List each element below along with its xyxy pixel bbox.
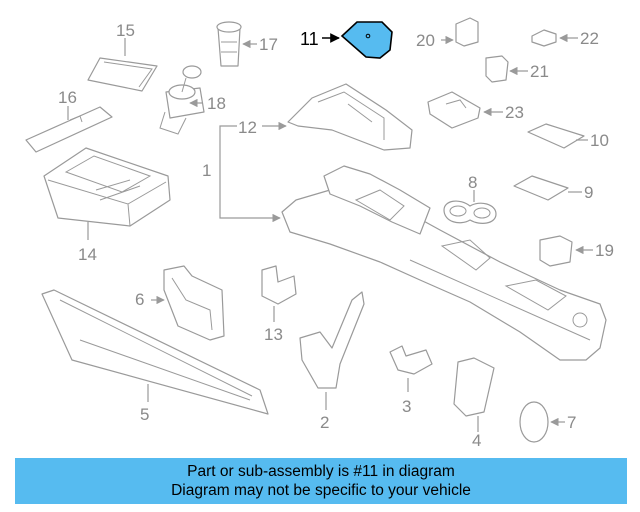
part-7-cap [519, 401, 549, 443]
part-3-bracket [389, 345, 433, 375]
part-21-socket [485, 55, 509, 83]
part-13-clip [261, 265, 297, 305]
callout-16: 16 [58, 88, 77, 107]
part-19-switch [539, 235, 573, 267]
part-22-clip [531, 29, 557, 47]
callout-11: 11 [300, 29, 319, 49]
callout-13: 13 [264, 325, 283, 344]
callout-4: 4 [472, 431, 481, 450]
part-17-insert [216, 21, 242, 67]
callout-1: 1 [202, 161, 211, 180]
part-11-cover-highlighted [340, 21, 393, 59]
callout-23: 23 [505, 103, 524, 122]
part-2-bracket [299, 291, 365, 389]
part-18-outlet [159, 65, 205, 135]
callout-3: 3 [402, 397, 411, 416]
callout-7: 7 [567, 413, 576, 432]
info-banner: Part or sub-assembly is #11 in diagram D… [15, 458, 627, 504]
parts-diagram: 15 17 18 16 14 11 12 1 [25, 17, 614, 450]
callout-21: 21 [530, 62, 549, 81]
part-23-bracket [427, 91, 481, 129]
part-4-bracket [453, 357, 495, 417]
callout-15: 15 [116, 21, 135, 40]
part-9-pad [513, 175, 569, 201]
part-8-mat [443, 200, 497, 224]
callout-6: 6 [135, 290, 144, 309]
callout-12: 12 [238, 118, 257, 137]
callout-10: 10 [590, 131, 609, 150]
part-5-side-panel [41, 289, 269, 415]
banner-line-1: Part or sub-assembly is #11 in diagram [187, 463, 455, 480]
callout-18: 18 [207, 94, 226, 113]
callout-19: 19 [595, 241, 614, 260]
part-12-bezel [287, 83, 413, 151]
part-14-bin [43, 147, 171, 227]
callout-20: 20 [416, 31, 435, 50]
part-15-mat [87, 57, 158, 92]
callout-14: 14 [78, 245, 97, 264]
callout-17: 17 [259, 35, 278, 54]
part-10-pad [527, 123, 585, 149]
part-6-panel [163, 265, 225, 341]
callout-5: 5 [140, 405, 149, 424]
console-main [281, 165, 607, 361]
callout-8: 8 [468, 173, 477, 192]
part-20-switch [455, 17, 479, 47]
callout-2: 2 [320, 413, 329, 432]
part-16-trim [25, 106, 113, 153]
banner-line-2: Diagram may not be specific to your vehi… [171, 482, 471, 499]
callout-9: 9 [584, 183, 593, 202]
callout-22: 22 [580, 29, 599, 48]
